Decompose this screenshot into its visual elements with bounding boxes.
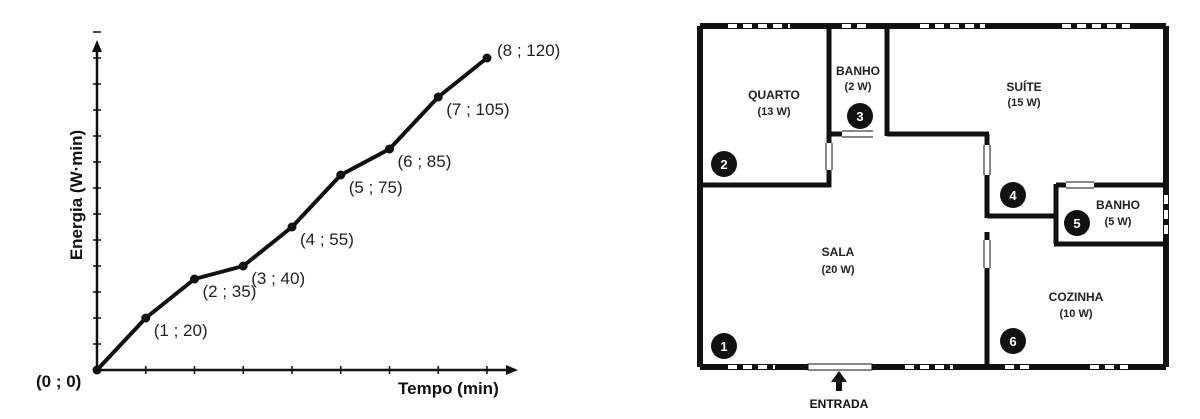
room-quarto-power: (13 W): [758, 106, 791, 118]
room-suite-name: SUÍTE: [1006, 79, 1041, 94]
room-banho1-power: (2 W): [845, 81, 872, 93]
lamp-3: 3: [847, 103, 873, 129]
x-axis-title: Tempo (min): [398, 379, 499, 398]
data-point: [190, 274, 199, 284]
data-label: (6 ; 85): [398, 152, 452, 171]
data-point: [287, 222, 297, 232]
x-axis-ticks: [145, 366, 488, 374]
svg-text:6: 6: [1009, 334, 1016, 349]
room-suite-power: (15 W): [1008, 97, 1041, 109]
data-point: [238, 261, 248, 271]
room-cozinha-name: COZINHA: [1049, 290, 1104, 304]
energy-time-chart: (1 ; 20) (2 ; 35)(3 ; 40) (4 ; 55) (5 ; 75)…: [36, 31, 561, 398]
outer-walls: [697, 23, 1169, 370]
lamp-5: 5: [1064, 210, 1090, 236]
lamp-2: 2: [711, 151, 737, 177]
entrance-label: ENTRADA: [810, 397, 869, 411]
svg-text:5: 5: [1073, 216, 1080, 231]
data-point: [336, 170, 346, 180]
data-label: (4 ; 55): [300, 230, 354, 249]
room-quarto-name: QUARTO: [748, 88, 800, 102]
data-point: [433, 92, 443, 102]
door-frames: [825, 130, 1094, 268]
windows: [728, 24, 1168, 369]
lamp-1: 1: [711, 333, 737, 359]
data-point: [482, 53, 492, 63]
y-axis-title: Energia (W·min): [67, 130, 86, 260]
room-banho2-power: (5 W): [1105, 216, 1132, 228]
y-axis-ticks: [93, 31, 101, 345]
room-sala-name: SALA: [822, 245, 855, 259]
data-point: [141, 313, 151, 323]
svg-text:2: 2: [720, 157, 727, 172]
data-label: (7 ; 105): [446, 100, 509, 119]
room-banho1-name: BANHO: [836, 64, 880, 78]
room-cozinha-power: (10 W): [1060, 308, 1093, 320]
floor-plan: QUARTO (13 W) BANHO (2 W) SUÍTE (15 W) B…: [697, 23, 1169, 411]
data-label: (8 ; 120): [497, 41, 560, 60]
svg-text:3: 3: [856, 109, 863, 124]
svg-text:1: 1: [720, 339, 727, 354]
data-label: (5 ; 75): [349, 178, 403, 197]
entrance-door-frame: [807, 363, 873, 371]
room-sala-power: (20 W): [822, 264, 855, 276]
interior-walls: [700, 26, 1166, 367]
y-axis-arrow: [92, 40, 102, 52]
energy-series-points: [92, 53, 492, 375]
data-point: [385, 144, 394, 154]
lamp-6: 6: [1000, 328, 1026, 354]
data-label: (2 ; 35): [203, 282, 257, 301]
room-banho2-name: BANHO: [1096, 198, 1140, 212]
data-labels: (1 ; 20) (2 ; 35)(3 ; 40) (4 ; 55) (5 ; 75)…: [154, 41, 561, 340]
svg-text:4: 4: [1009, 188, 1017, 203]
entrance-arrow-icon: [831, 371, 847, 391]
lamp-4: 4: [1000, 182, 1026, 208]
data-point: [92, 365, 102, 375]
data-label: (3 ; 40): [251, 269, 305, 288]
x-axis-arrow: [506, 365, 518, 375]
origin-label: (0 ; 0): [36, 372, 81, 391]
data-label: (1 ; 20): [154, 321, 208, 340]
